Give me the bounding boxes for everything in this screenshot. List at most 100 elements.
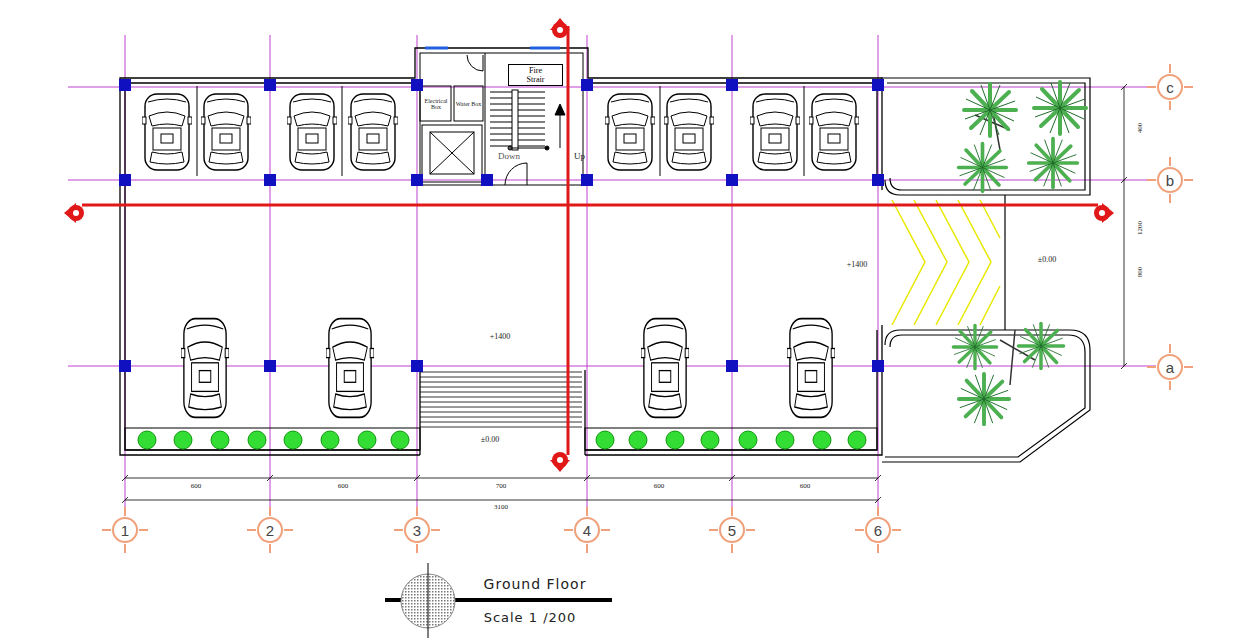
car-symbol — [326, 319, 374, 418]
dimension-line — [125, 478, 878, 479]
structural-column — [411, 174, 423, 186]
room-tag: Fire Strair — [508, 64, 563, 86]
level-mark: +1400 — [847, 261, 868, 269]
section-line — [557, 457, 563, 463]
structural-column — [119, 360, 131, 372]
structural-column — [481, 174, 493, 186]
stair-core — [555, 104, 565, 115]
level-mark: ±0.00 — [481, 436, 499, 444]
shrub — [666, 431, 684, 449]
shrub — [629, 431, 647, 449]
level-mark: ±0.00 — [1038, 256, 1056, 264]
dimension-text: 600 — [800, 483, 811, 490]
tree-symbol — [1018, 323, 1063, 368]
building-wall — [125, 83, 420, 450]
shrub — [776, 431, 794, 449]
shrub — [321, 431, 339, 449]
dimension-text: 3100 — [494, 504, 508, 511]
stair-core — [420, 86, 451, 121]
dimension-text: 800 — [1137, 267, 1144, 278]
tree-symbol — [975, 95, 1035, 385]
car-symbol — [809, 94, 859, 170]
ramp-chevron — [980, 286, 1000, 325]
stair-core — [490, 92, 512, 146]
structural-column — [264, 174, 276, 186]
planter-strip — [125, 428, 420, 450]
stair-core — [505, 163, 527, 185]
structural-column — [581, 174, 593, 186]
dimension-text: 600 — [338, 483, 349, 490]
stair-direction: Down — [498, 152, 520, 161]
stair-core — [425, 47, 448, 50]
north-symbol — [428, 563, 429, 638]
structural-column — [872, 360, 884, 372]
node-text: a — [1166, 359, 1174, 376]
stair-core — [467, 55, 483, 71]
node-text: 2 — [266, 522, 274, 539]
ramp-chevron — [936, 200, 969, 325]
section-line — [73, 27, 1105, 463]
drawing-title: Ground Floor — [484, 576, 587, 592]
stair-core — [485, 53, 486, 185]
car-symbol — [787, 319, 835, 418]
landscape-planter — [882, 330, 1090, 462]
entrance-stair — [420, 372, 582, 427]
structural-column — [726, 79, 738, 91]
parking-divider — [197, 86, 198, 176]
landscape-planter — [1004, 195, 1005, 330]
stair-core — [454, 86, 483, 121]
building-wall — [120, 48, 882, 455]
car-symbol — [641, 319, 689, 418]
parking-divider — [660, 86, 661, 176]
dimension-text: 400 — [1137, 123, 1144, 134]
tree-symbol — [1034, 82, 1086, 134]
building-wall — [120, 48, 882, 455]
structural-column — [264, 360, 276, 372]
shrub — [174, 431, 192, 449]
shrub — [701, 431, 719, 449]
grid-line — [68, 35, 1156, 516]
node-text: Fire Strair — [521, 66, 550, 84]
tree-symbol — [953, 325, 996, 368]
node-text: 6 — [874, 522, 882, 539]
node-text: 1 — [121, 522, 129, 539]
grid-bubble: b — [1157, 167, 1183, 193]
grid-line — [68, 87, 1156, 88]
shrub — [813, 431, 831, 449]
stair-direction: Up — [574, 152, 585, 161]
dimension-text: 700 — [496, 483, 507, 490]
structural-column — [119, 174, 131, 186]
tree-symbol — [959, 374, 1009, 424]
stair-core — [430, 132, 474, 174]
grid-bubble: 2 — [257, 517, 283, 543]
grid-bubble: 4 — [574, 517, 600, 543]
dimension-line — [1121, 84, 1127, 369]
building-wall — [585, 325, 882, 455]
stair-core — [420, 48, 583, 185]
car-symbol — [605, 94, 655, 170]
node-text: 5 — [728, 522, 736, 539]
shrub — [358, 431, 376, 449]
grid-line — [68, 366, 1156, 367]
dimension-line — [1124, 87, 1125, 366]
node-text: c — [1166, 79, 1174, 96]
tree-symbol — [1010, 330, 1015, 385]
structural-column — [581, 79, 593, 91]
car-symbol — [348, 94, 398, 170]
ramp-chevron — [892, 200, 925, 325]
shrub — [248, 431, 266, 449]
section-line — [64, 18, 1114, 472]
stair-core — [420, 53, 583, 185]
dimension-line — [122, 497, 881, 503]
shrub — [138, 431, 156, 449]
shrub — [596, 431, 614, 449]
landscape-planter — [887, 83, 1085, 190]
grid-line — [417, 35, 418, 516]
stair-core — [422, 125, 482, 182]
planter-strip — [585, 428, 877, 450]
structural-column — [872, 174, 884, 186]
grid-bubble-tick — [709, 507, 755, 553]
stair-core — [512, 90, 518, 150]
north-symbol — [385, 563, 612, 638]
